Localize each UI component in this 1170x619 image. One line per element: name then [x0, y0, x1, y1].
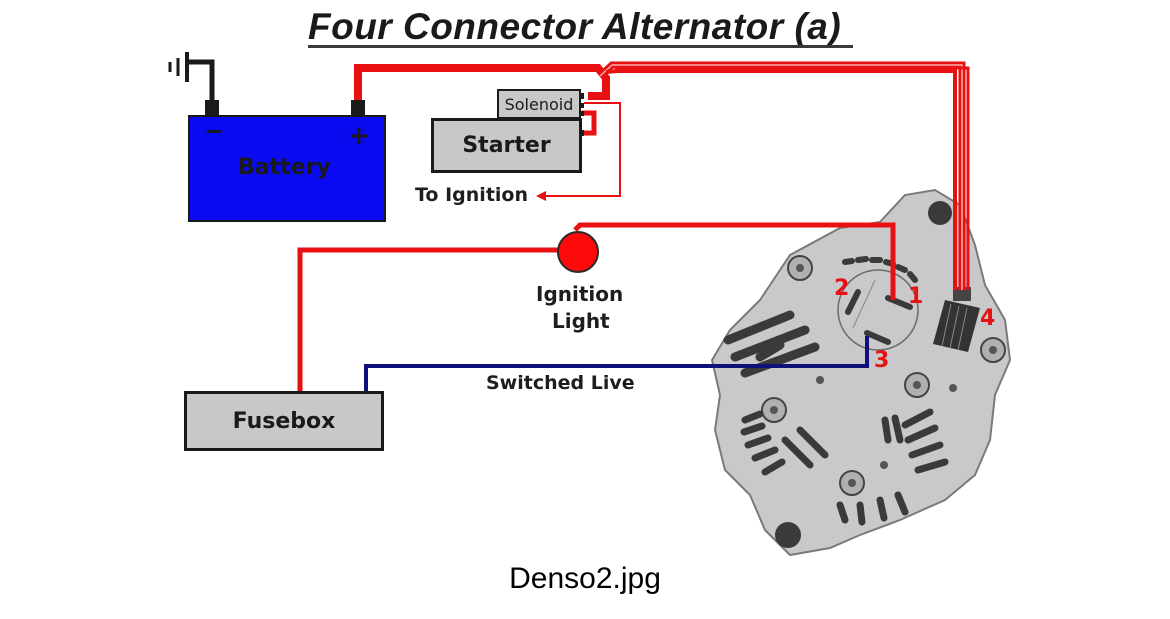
diagram-title: Four Connector Alternator (a): [308, 6, 842, 47]
arrow-head-icon: [536, 191, 546, 201]
terminal-2-label: 2: [834, 276, 850, 301]
switched-live-label: Switched Live: [486, 372, 635, 394]
terminal-1-label: 1: [908, 284, 924, 309]
solenoid-label: Solenoid: [504, 94, 574, 114]
battery-positive-post: [351, 100, 365, 118]
wire-to-ignition: [542, 102, 621, 197]
image-caption: Denso2.jpg: [509, 562, 661, 595]
cooling-slots: [723, 310, 949, 526]
terminal-4-label: 4: [980, 306, 996, 331]
alternator: [710, 188, 1012, 557]
terminal-3-pin: [864, 330, 891, 345]
mount-hole-bottom: [775, 522, 801, 548]
terminal-2-pin: [845, 289, 861, 315]
ignition-light-label-line2: Light: [552, 309, 610, 333]
battery-negative-label: −: [204, 117, 225, 145]
fusebox-box: Fusebox: [184, 391, 384, 451]
wire-switched-live: [364, 336, 869, 392]
wire-fusebox-to-ignition-light: [297, 247, 560, 392]
mount-hole-top: [928, 201, 952, 225]
starter-box: Starter: [431, 118, 582, 173]
ground-symbol: [168, 52, 215, 102]
wire-solenoid-starter-link: [582, 110, 597, 136]
terminal-3-label: 3: [874, 348, 890, 373]
to-ignition-label: To Ignition: [415, 184, 528, 206]
battery-negative-post: [205, 100, 219, 118]
fusebox-label: Fusebox: [232, 408, 336, 434]
battery: − + Battery: [188, 115, 386, 222]
wire-battery-to-terminal-4: [354, 61, 970, 290]
battery-positive-label: +: [348, 121, 370, 151]
starter-label: Starter: [462, 133, 551, 158]
terminal-4-stud: [933, 287, 980, 352]
wire-ignition-light-to-terminal-1: [573, 222, 896, 300]
ignition-light-label-line1: Ignition: [536, 282, 624, 306]
solenoid-box: Solenoid: [497, 89, 581, 119]
title-underline: [308, 45, 853, 48]
plug-socket: [837, 269, 919, 351]
battery-label: Battery: [238, 155, 331, 180]
ignition-light-bulb: [557, 231, 599, 273]
